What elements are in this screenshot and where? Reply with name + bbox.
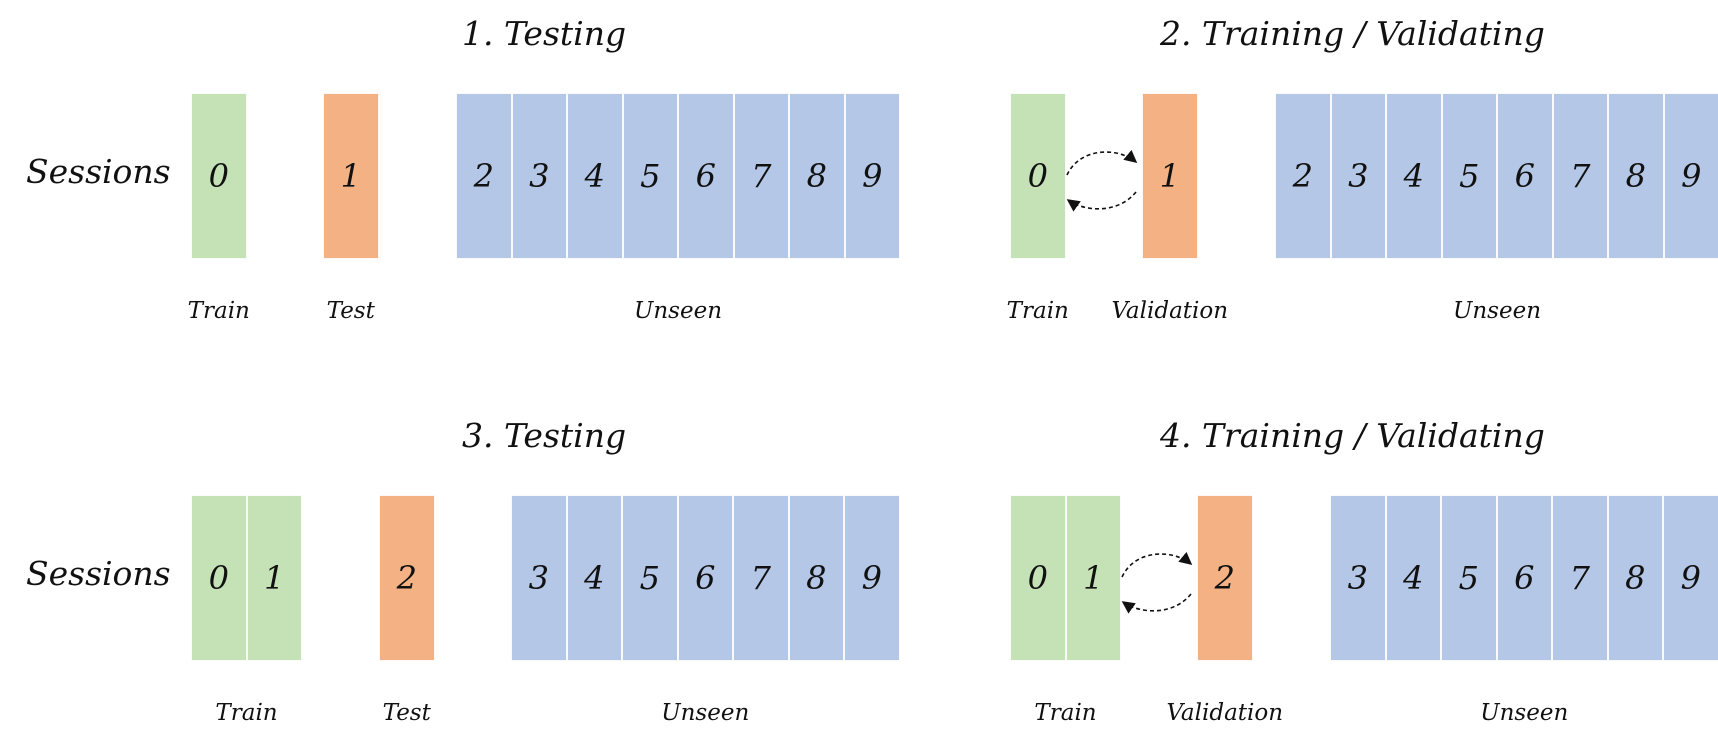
caption-unseen: Unseen	[1480, 700, 1569, 726]
session-cell-train-1: 1	[1065, 495, 1121, 661]
session-cell-unseen-4: 4	[1386, 93, 1442, 259]
session-cell-unseen-3: 3	[1330, 495, 1386, 661]
session-cell-validation-2: 2	[1197, 495, 1253, 661]
panel-4-title: 4. Training / Validating	[1160, 416, 1545, 455]
session-cell-unseen-3: 3	[511, 93, 567, 259]
session-cell-test-1: 1	[323, 93, 379, 259]
session-cell-unseen-2: 2	[1275, 93, 1331, 259]
session-cell-unseen-6: 6	[677, 495, 733, 661]
session-cell-unseen-5: 5	[1441, 495, 1497, 661]
session-cell-unseen-5: 5	[622, 93, 678, 259]
session-cell-unseen-9: 9	[1663, 93, 1718, 259]
session-cell-train-0: 0	[1010, 495, 1066, 661]
session-cell-unseen-3: 3	[511, 495, 567, 661]
session-cell-unseen-7: 7	[733, 495, 789, 661]
session-cell-unseen-8: 8	[1607, 495, 1663, 661]
row-label-sessions-top: Sessions	[26, 152, 171, 191]
session-cell-train-0: 0	[191, 93, 247, 259]
arrow-validation-to-train-bottom	[1121, 593, 1192, 614]
caption-train: Train	[1006, 298, 1069, 324]
panel-2-title: 2. Training / Validating	[1160, 14, 1545, 53]
arrow-train-to-validation-bottom	[1121, 551, 1193, 578]
caption-unseen: Unseen	[661, 700, 750, 726]
caption-train: Train	[215, 700, 278, 726]
caption-train: Train	[187, 298, 250, 324]
session-cell-unseen-9: 9	[844, 93, 900, 259]
caption-unseen: Unseen	[1452, 298, 1542, 324]
session-cell-unseen-6: 6	[1496, 495, 1552, 661]
session-cell-unseen-4: 4	[567, 93, 623, 259]
arrow-train-to-validation-top	[1066, 149, 1138, 176]
session-cell-validation-1: 1	[1142, 93, 1198, 259]
session-cell-unseen-8: 8	[1608, 93, 1664, 259]
session-cell-unseen-7: 7	[1552, 495, 1608, 661]
caption-test: Test	[326, 298, 375, 324]
session-cell-unseen-9: 9	[844, 495, 900, 661]
session-cell-unseen-5: 5	[622, 495, 678, 661]
caption-unseen: Unseen	[633, 298, 723, 324]
caption-train: Train	[1034, 700, 1097, 726]
session-cell-unseen-2: 2	[456, 93, 512, 259]
session-cell-unseen-8: 8	[788, 495, 844, 661]
caption-validation: Validation	[1166, 700, 1284, 726]
panel-1-title: 1. Testing	[462, 14, 627, 53]
session-cell-unseen-4: 4	[1385, 495, 1441, 661]
session-cell-unseen-3: 3	[1330, 93, 1386, 259]
session-cell-test-2: 2	[379, 495, 435, 661]
panel-3-title: 3. Testing	[462, 416, 627, 455]
session-cell-unseen-8: 8	[789, 93, 845, 259]
session-cell-unseen-6: 6	[678, 93, 734, 259]
session-cell-train-1: 1	[246, 495, 302, 661]
caption-test: Test	[382, 700, 431, 726]
session-cell-unseen-5: 5	[1441, 93, 1497, 259]
row-label-sessions-bottom: Sessions	[26, 554, 171, 593]
session-cell-train-0: 0	[191, 495, 247, 661]
session-cell-unseen-4: 4	[566, 495, 622, 661]
arrow-validation-to-train-top	[1066, 191, 1137, 212]
session-cell-train-0: 0	[1010, 93, 1066, 259]
session-cell-unseen-6: 6	[1497, 93, 1553, 259]
caption-validation: Validation	[1111, 298, 1229, 324]
session-cell-unseen-7: 7	[733, 93, 789, 259]
session-cell-unseen-7: 7	[1552, 93, 1608, 259]
session-cell-unseen-9: 9	[1663, 495, 1718, 661]
